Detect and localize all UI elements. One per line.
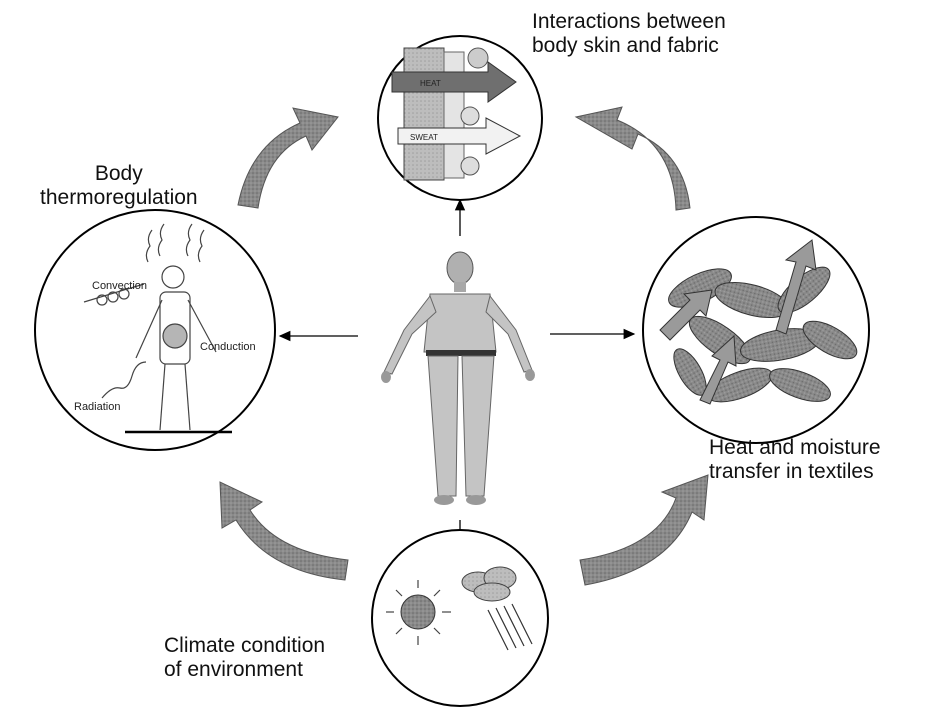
label-climate-line2: of environment (164, 658, 325, 682)
label-interactions-line2: body skin and fabric (532, 34, 726, 58)
label-transfer-line2: transfer in textiles (709, 460, 881, 484)
sun-icon (401, 595, 435, 629)
label-climate-line1: Climate condition (164, 634, 325, 658)
conduction-label: Conduction (200, 341, 256, 353)
skin-fabric-circle: HEAT SWEAT (378, 36, 542, 200)
cycle-arrow-bottom-left (220, 482, 348, 580)
climate-circle (372, 530, 548, 706)
label-transfer-line1: Heat and moisture (709, 436, 881, 460)
label-thermoregulation: Body thermoregulation (40, 162, 198, 210)
convection-label: Convection (92, 280, 147, 292)
radiation-label: Radiation (74, 401, 120, 413)
thermoregulation-circle: Convection Conduction Radiation (35, 210, 275, 450)
human-figure (381, 252, 535, 505)
label-thermoregulation-line1: Body (40, 162, 198, 186)
heat-label: HEAT (420, 79, 441, 88)
label-thermoregulation-line2: thermoregulation (40, 186, 198, 210)
label-climate: Climate condition of environment (164, 634, 325, 682)
textile-circle (643, 217, 869, 443)
label-transfer: Heat and moisture transfer in textiles (709, 436, 881, 484)
cycle-arrow-top-left (238, 108, 338, 208)
cycle-arrow-bottom-right (580, 475, 708, 585)
label-interactions: Interactions between body skin and fabri… (532, 10, 726, 58)
cycle-arrow-top-right (576, 107, 690, 210)
label-interactions-line1: Interactions between (532, 10, 726, 34)
sweat-label: SWEAT (410, 133, 438, 142)
